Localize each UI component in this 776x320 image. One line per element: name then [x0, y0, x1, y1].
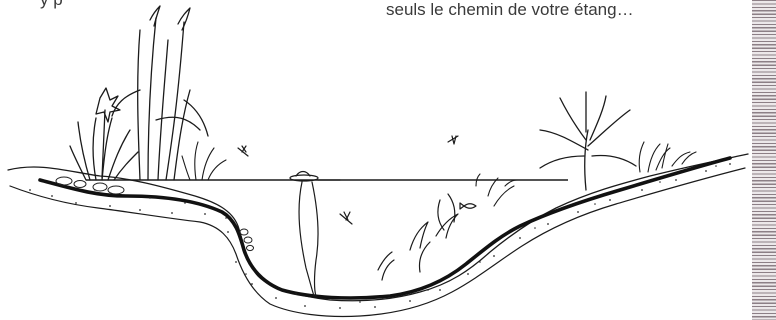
reed-plant-icon	[112, 6, 208, 180]
grass-tuft-icon	[182, 142, 226, 180]
underwater-weed-icon	[299, 182, 458, 296]
iris-plant-icon	[70, 88, 138, 180]
pond-liner	[40, 158, 730, 298]
palm-plant-icon	[540, 92, 636, 190]
cattail-plant-icon	[476, 174, 517, 206]
fish-icon	[460, 203, 476, 209]
soil-lower-edge	[10, 168, 745, 317]
soil-outer-edge	[8, 154, 748, 301]
decorative-side-strip	[752, 0, 776, 320]
soil-speckles	[29, 163, 731, 309]
